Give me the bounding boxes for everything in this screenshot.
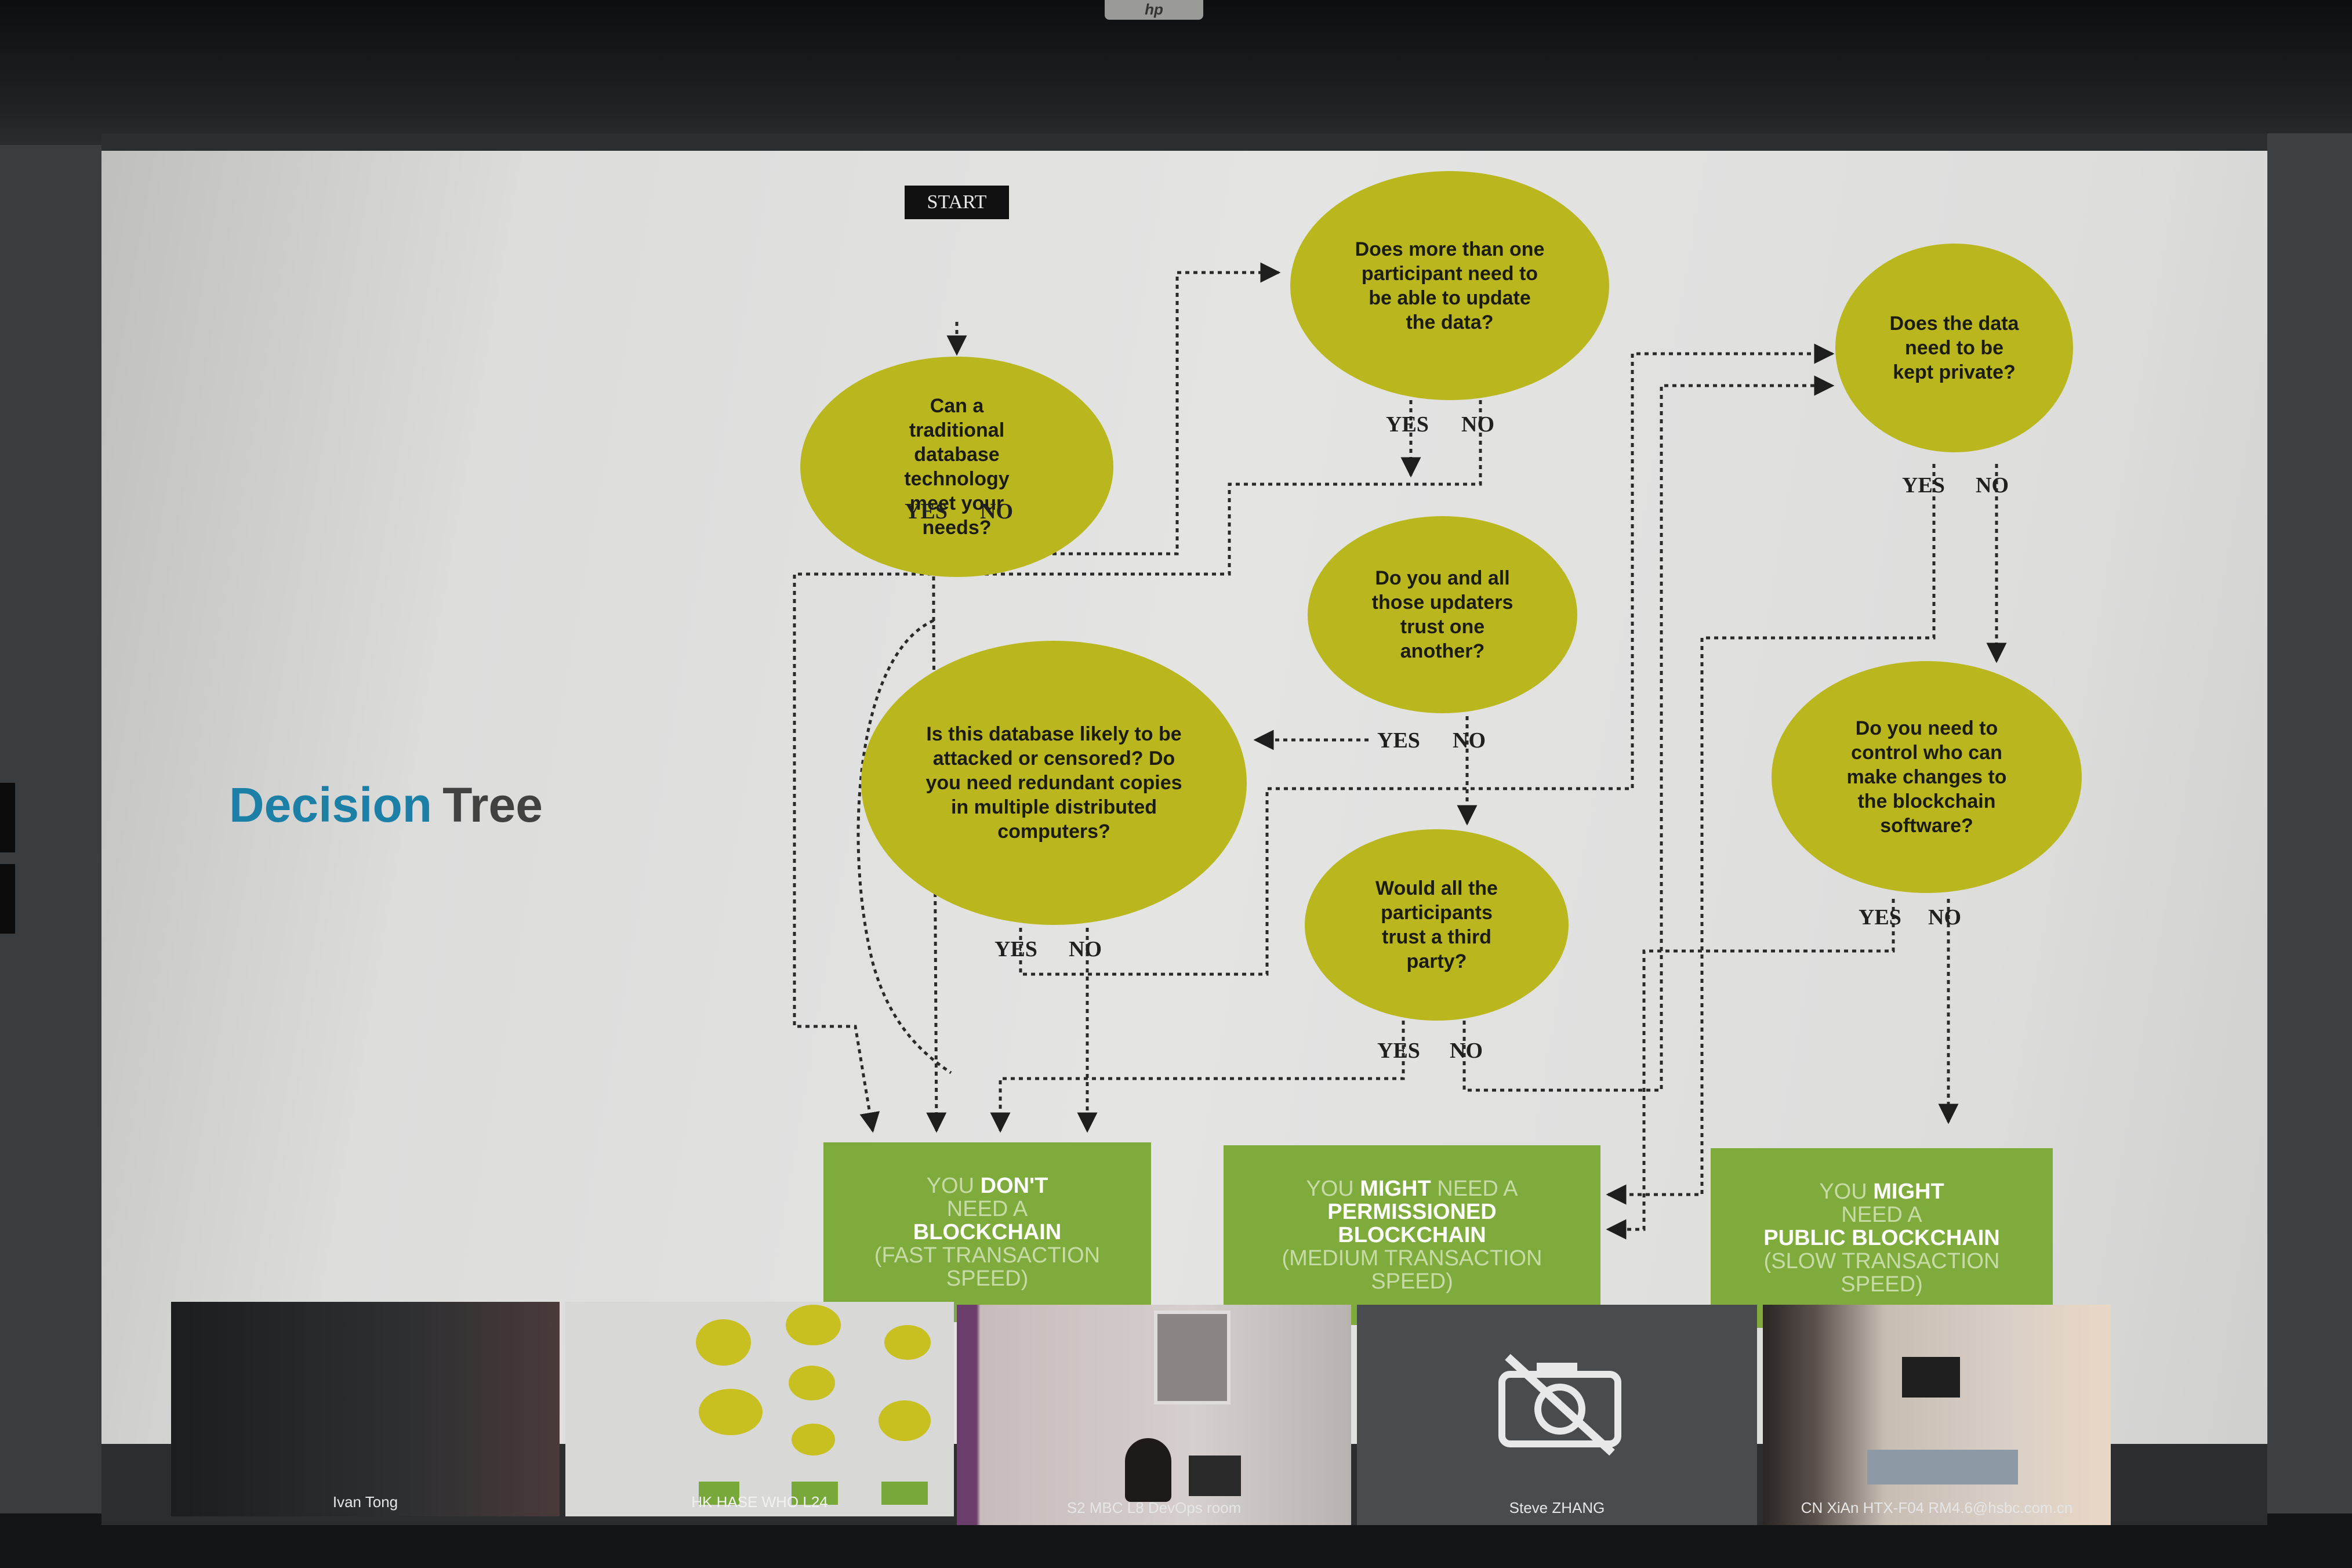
person-silhouette xyxy=(1125,1438,1171,1502)
thumbnail-outcome xyxy=(699,1482,739,1505)
participant-tile[interactable]: S2 MBC L8 DevOps room xyxy=(957,1305,1351,1525)
question-text: Does the data need to be kept private? xyxy=(1889,313,2019,383)
thumbnail-node xyxy=(786,1305,841,1345)
thumbnail-node xyxy=(884,1325,931,1360)
outcome-no-blockchain: YOU DON'T NEED A BLOCKCHAIN (FAST TRANSA… xyxy=(823,1142,1151,1322)
question-text: Is this database likely to be attacked o… xyxy=(925,723,1182,843)
connector-q1-yes-curve xyxy=(856,619,952,1075)
window-left-edge xyxy=(0,145,101,1525)
wall-picture xyxy=(1154,1311,1231,1404)
question-multiple-updaters: Does more than one participant need to b… xyxy=(1290,171,1609,400)
q6-yes-label: YES xyxy=(1377,1039,1420,1063)
q5-no-label: NO xyxy=(1069,937,1102,961)
q1-no-label: NO xyxy=(980,499,1013,524)
monitor-logo: hp xyxy=(1105,0,1203,20)
q5-yes-label: YES xyxy=(994,937,1037,961)
q7-no-label: NO xyxy=(1928,905,1961,930)
participant-name: CN XiAn HTX-F04 RM4.6@hsbc.com.cn xyxy=(1801,1499,2073,1516)
connector-q7-yes xyxy=(1606,899,1895,1240)
question-third-party-trust: Would all the participants trust a third… xyxy=(1305,829,1569,1021)
participant-tile[interactable]: Ivan Tong xyxy=(171,1302,560,1516)
participant-name: Ivan Tong xyxy=(332,1493,398,1511)
question-text: Do you and all those updaters trust one … xyxy=(1371,567,1513,662)
participant-tile[interactable]: CN XiAn HTX-F04 RM4.6@hsbc.com.cn xyxy=(1763,1305,2111,1525)
q2-yes-label: YES xyxy=(1386,412,1429,437)
participant-name: HK HASE WHO L24 xyxy=(691,1493,828,1511)
thumbnail-outcome xyxy=(792,1482,838,1505)
participant-name: S2 MBC L8 DevOps room xyxy=(1066,1499,1242,1516)
participant-name: Steve ZHANG xyxy=(1509,1499,1605,1516)
participant-tile[interactable]: Steve ZHANG xyxy=(1357,1305,1757,1525)
question-text: Does more than one participant need to b… xyxy=(1355,238,1545,333)
thumbnail-node xyxy=(879,1400,931,1441)
thumbnail-node xyxy=(696,1319,751,1366)
question-updaters-trust: Do you and all those updaters trust one … xyxy=(1308,516,1577,713)
slide-title-rest: Tree xyxy=(442,778,543,832)
participant-tile[interactable]: HK HASE WHO L24 xyxy=(565,1302,954,1516)
outcome-public-blockchain: YOU MIGHT NEED A PUBLIC BLOCKCHAIN (SLOW… xyxy=(1711,1148,2053,1328)
thumbnail-node xyxy=(792,1424,835,1456)
outcome-text: YOU DON'T NEED A BLOCKCHAIN (FAST TRANSA… xyxy=(874,1174,1101,1291)
side-tab xyxy=(0,783,15,852)
outcome-text: YOU MIGHT NEED A PERMISSIONED BLOCKCHAIN… xyxy=(1282,1177,1542,1294)
room-screen xyxy=(1902,1357,1960,1398)
q4-no-label: NO xyxy=(1453,728,1486,753)
q3-no-label: NO xyxy=(1976,473,2009,498)
connector-q3-yes xyxy=(1606,464,1936,1205)
question-control-software: Do you need to control who can make chan… xyxy=(1772,661,2082,893)
camera-off-icon xyxy=(1498,1353,1621,1456)
monitor-top-bezel xyxy=(0,0,2352,145)
thumbnail-node xyxy=(699,1389,763,1435)
chair xyxy=(1189,1456,1241,1496)
q3-yes-label: YES xyxy=(1902,473,1945,498)
outcome-text: YOU MIGHT NEED A PUBLIC BLOCKCHAIN (SLOW… xyxy=(1763,1179,2000,1297)
q6-no-label: NO xyxy=(1450,1039,1483,1063)
question-attacked-censored: Is this database likely to be attacked o… xyxy=(861,641,1247,925)
q7-yes-label: YES xyxy=(1859,905,1901,930)
question-text: Would all the participants trust a third… xyxy=(1375,877,1498,972)
q1-yes-label: YES xyxy=(905,499,948,524)
thumbnail-node xyxy=(789,1366,835,1400)
question-traditional-database: Can a traditional database technology me… xyxy=(800,357,1113,577)
side-tab xyxy=(0,864,15,934)
window-right-edge xyxy=(2267,133,2352,1525)
question-data-private: Does the data need to be kept private? xyxy=(1835,244,2073,452)
question-text: Can a traditional database technology me… xyxy=(904,395,1010,539)
connector-q5-yes xyxy=(1019,343,1835,976)
outcome-permissioned-blockchain: YOU MIGHT NEED A PERMISSIONED BLOCKCHAIN… xyxy=(1224,1145,1600,1325)
connector-q6-yes xyxy=(990,1021,1405,1133)
q2-no-label: NO xyxy=(1461,412,1494,437)
thumbnail-outcome xyxy=(881,1482,928,1505)
q4-yes-label: YES xyxy=(1377,728,1420,753)
connector-q2-no xyxy=(793,400,1482,1133)
room-floor xyxy=(1867,1450,2018,1484)
question-text: Do you need to control who can make chan… xyxy=(1846,717,2007,837)
flowchart-connectors xyxy=(793,262,2007,1240)
start-box: START xyxy=(905,186,1009,219)
slide-title-accent: Decision xyxy=(229,778,433,832)
